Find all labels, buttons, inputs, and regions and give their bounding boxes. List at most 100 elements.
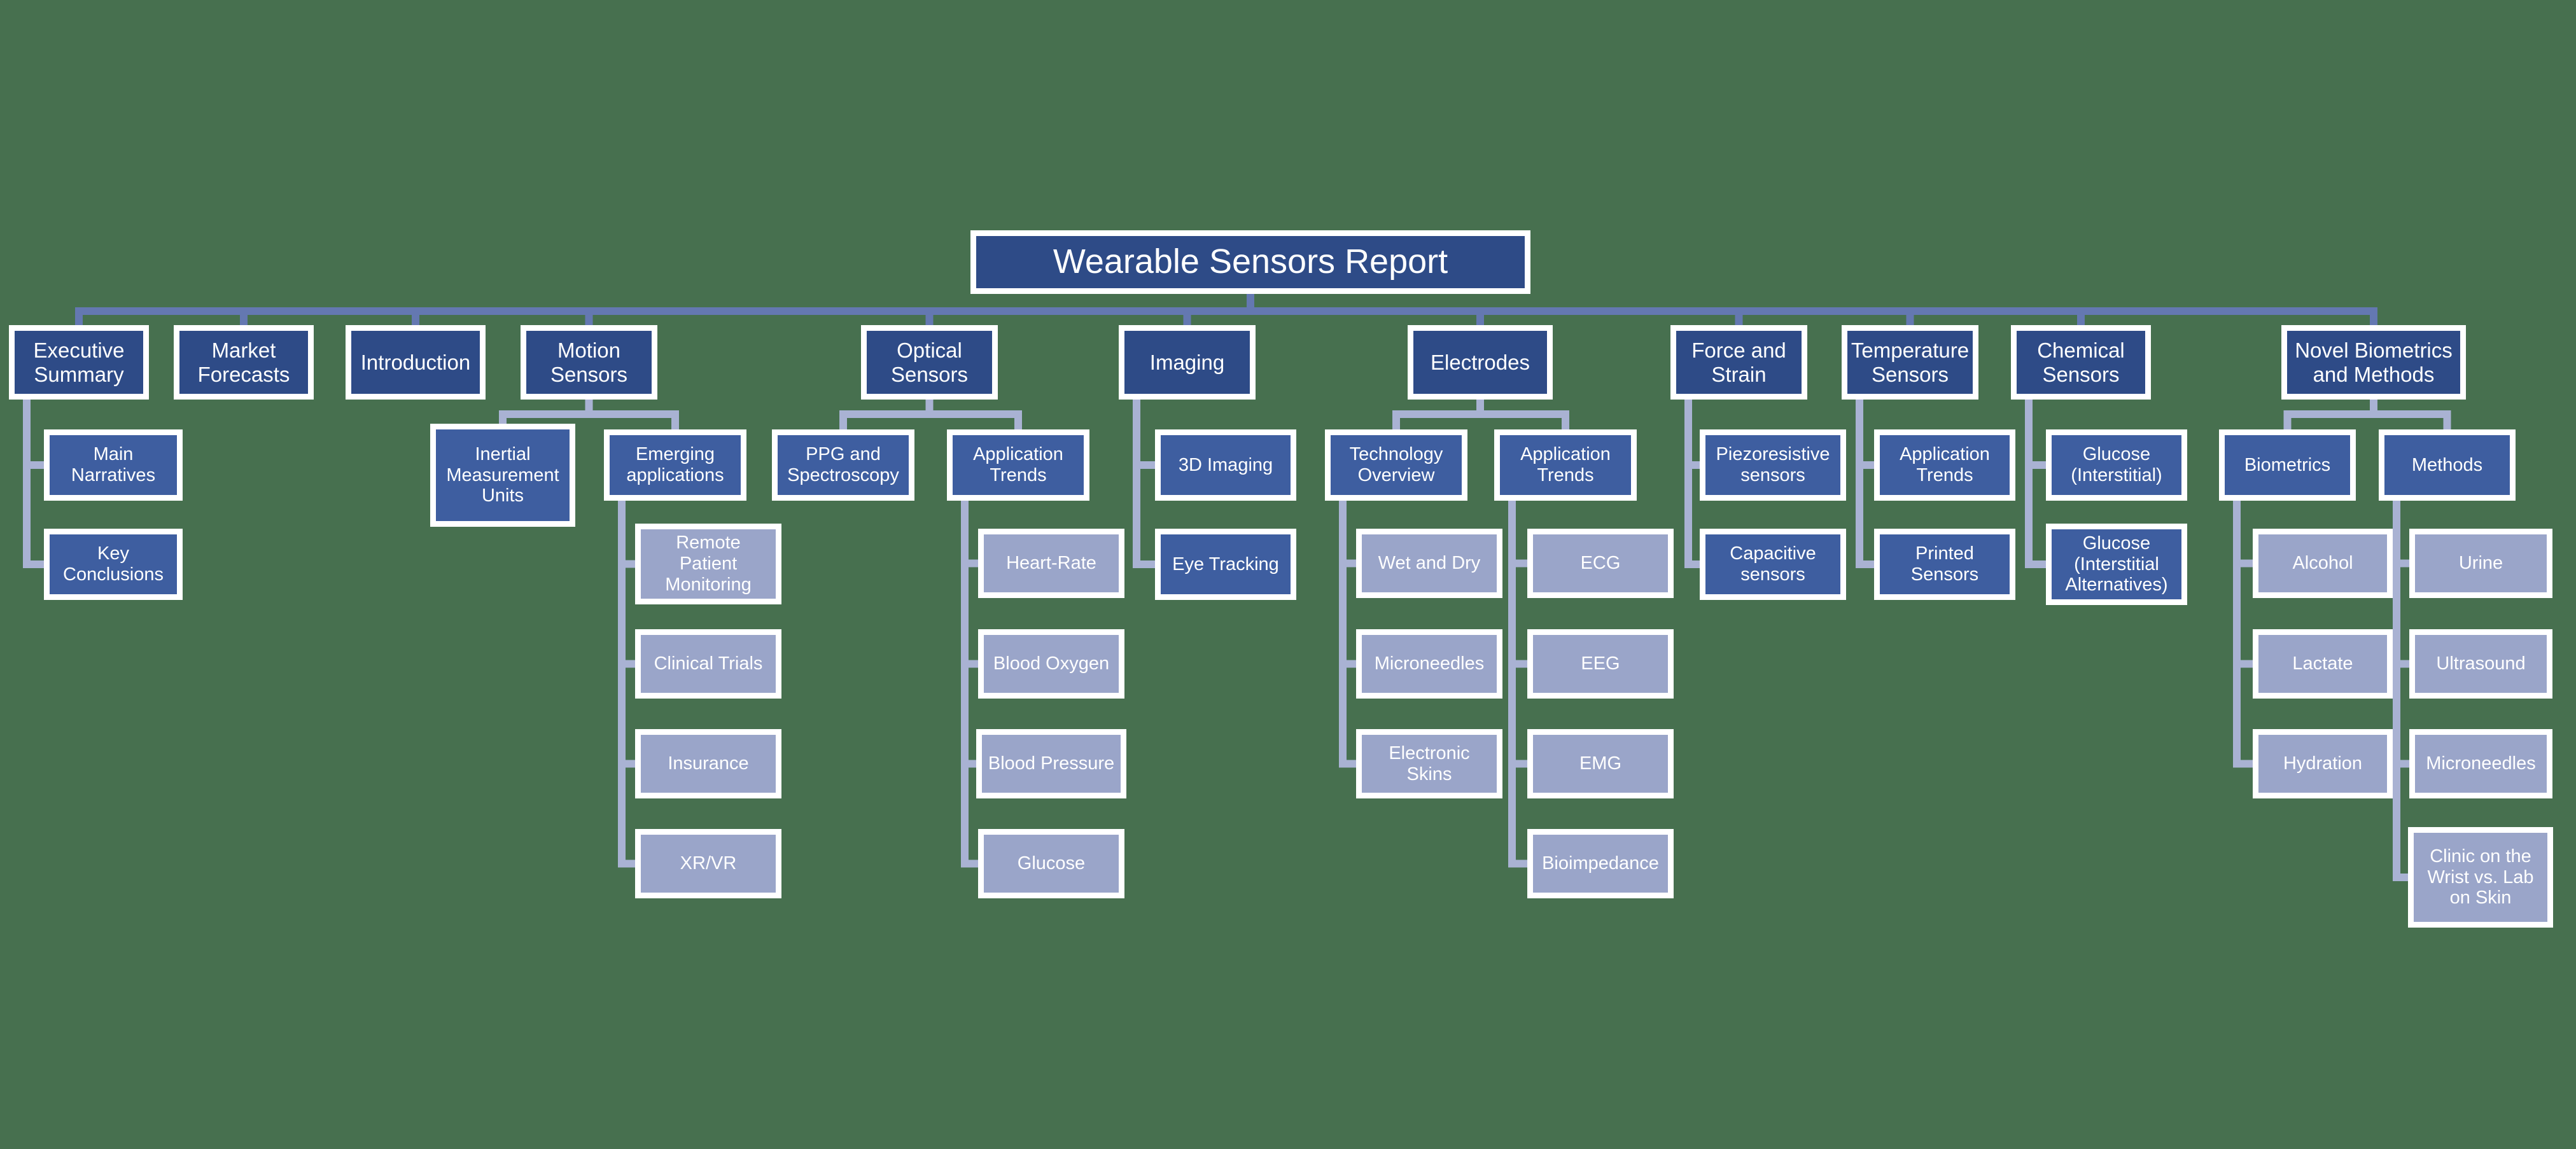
node-technology-overview-label: Technology Overview bbox=[1349, 444, 1443, 485]
node-clinical-trials-label: Clinical Trials bbox=[654, 653, 763, 674]
node-application-trends-optical: Application Trends bbox=[947, 429, 1089, 501]
node-application-trends-temperature: Application Trends bbox=[1874, 429, 2015, 501]
node-executive-summary-label: Executive Summary bbox=[33, 338, 125, 386]
node-wet-and-dry: Wet and Dry bbox=[1356, 529, 1502, 598]
node-electrodes-label: Electrodes bbox=[1431, 350, 1530, 374]
node-emg-label: EMG bbox=[1579, 753, 1622, 774]
node-piezoresistive-sensors: Piezoresistive sensors bbox=[1700, 429, 1846, 501]
node-novel-biometrics-and-methods: Novel Biometrics and Methods bbox=[2281, 325, 2466, 400]
node-ecg-label: ECG bbox=[1580, 553, 1621, 574]
node-blood-oxygen: Blood Oxygen bbox=[978, 629, 1124, 699]
node-glucose-interstitial: Glucose (Interstitial) bbox=[2046, 429, 2187, 501]
node-clinic-on-the-wrist-vs-lab-on-skin: Clinic on the Wrist vs. Lab on Skin bbox=[2408, 827, 2553, 928]
node-xr-vr-label: XR/VR bbox=[680, 853, 737, 874]
node-imaging: Imaging bbox=[1119, 325, 1256, 400]
node-bioimpedance: Bioimpedance bbox=[1527, 829, 1674, 898]
node-force-and-strain-label: Force and Strain bbox=[1691, 338, 1786, 386]
node-capacitive-sensors-label: Capacitive sensors bbox=[1730, 543, 1816, 585]
node-blood-pressure: Blood Pressure bbox=[976, 729, 1126, 798]
node-printed-sensors-label: Printed Sensors bbox=[1910, 543, 1979, 585]
node-ppg-and-spectroscopy: PPG and Spectroscopy bbox=[772, 429, 914, 501]
node-microneedles-methods: Microneedles bbox=[2409, 729, 2552, 798]
node-eye-tracking: Eye Tracking bbox=[1155, 529, 1296, 600]
node-methods: Methods bbox=[2379, 429, 2516, 501]
node-printed-sensors: Printed Sensors bbox=[1874, 529, 2015, 600]
node-electronic-skins-label: Electronic Skins bbox=[1389, 742, 1470, 784]
node-alcohol: Alcohol bbox=[2253, 529, 2393, 598]
node-key-conclusions-label: Key Conclusions bbox=[63, 543, 164, 585]
node-urine-label: Urine bbox=[2458, 553, 2503, 574]
node-3d-imaging-label: 3D Imaging bbox=[1178, 454, 1273, 475]
node-microneedles-electrodes-label: Microneedles bbox=[1374, 653, 1485, 674]
node-clinic-on-the-wrist-vs-lab-on-skin-label: Clinic on the Wrist vs. Lab on Skin bbox=[2427, 846, 2534, 909]
node-ecg: ECG bbox=[1527, 529, 1674, 598]
node-blood-oxygen-label: Blood Oxygen bbox=[993, 653, 1110, 674]
node-ultrasound: Ultrasound bbox=[2409, 629, 2552, 699]
node-biometrics-label: Biometrics bbox=[2244, 454, 2331, 475]
node-microneedles-electrodes: Microneedles bbox=[1356, 629, 1502, 699]
node-glucose-interstitial-alternatives-label: Glucose (Interstitial Alternatives) bbox=[2065, 533, 2168, 595]
node-heart-rate-label: Heart-Rate bbox=[1006, 553, 1096, 574]
node-wet-and-dry-label: Wet and Dry bbox=[1378, 553, 1481, 574]
node-biometrics: Biometrics bbox=[2219, 429, 2356, 501]
node-lactate-label: Lactate bbox=[2292, 653, 2353, 674]
node-market-forecasts: Market Forecasts bbox=[174, 325, 314, 400]
node-eye-tracking-label: Eye Tracking bbox=[1172, 554, 1279, 574]
node-imaging-label: Imaging bbox=[1149, 350, 1225, 374]
node-introduction-label: Introduction bbox=[360, 350, 471, 374]
node-electronic-skins: Electronic Skins bbox=[1356, 729, 1502, 798]
node-main-narratives: Main Narratives bbox=[44, 429, 183, 501]
node-wearable-sensors-report-label: Wearable Sensors Report bbox=[1053, 242, 1448, 281]
node-ultrasound-label: Ultrasound bbox=[2436, 653, 2526, 674]
node-urine: Urine bbox=[2409, 529, 2552, 598]
node-application-trends-electrodes-label: Application Trends bbox=[1520, 444, 1611, 485]
node-clinical-trials: Clinical Trials bbox=[635, 629, 781, 699]
node-insurance-label: Insurance bbox=[668, 753, 749, 774]
node-market-forecasts-label: Market Forecasts bbox=[197, 338, 290, 386]
node-introduction: Introduction bbox=[346, 325, 486, 400]
node-chemical-sensors: Chemical Sensors bbox=[2011, 325, 2151, 400]
node-methods-label: Methods bbox=[2411, 454, 2483, 475]
node-executive-summary: Executive Summary bbox=[9, 325, 149, 400]
node-ppg-and-spectroscopy-label: PPG and Spectroscopy bbox=[787, 444, 899, 485]
node-microneedles-methods-label: Microneedles bbox=[2426, 753, 2536, 774]
node-electrodes: Electrodes bbox=[1408, 325, 1553, 400]
node-eeg: EEG bbox=[1527, 629, 1674, 699]
node-hydration-label: Hydration bbox=[2283, 753, 2363, 774]
node-technology-overview: Technology Overview bbox=[1325, 429, 1467, 501]
node-temperature-sensors: Temperature Sensors bbox=[1842, 325, 1978, 400]
node-remote-patient-monitoring: Remote Patient Monitoring bbox=[635, 524, 781, 604]
node-emerging-applications-label: Emerging applications bbox=[626, 444, 724, 485]
node-3d-imaging: 3D Imaging bbox=[1155, 429, 1296, 501]
node-glucose: Glucose bbox=[978, 829, 1124, 898]
node-application-trends-electrodes: Application Trends bbox=[1494, 429, 1637, 501]
node-eeg-label: EEG bbox=[1581, 653, 1620, 674]
node-inertial-measurement-units-label: Inertial Measurement Units bbox=[446, 443, 559, 506]
node-alcohol-label: Alcohol bbox=[2292, 553, 2353, 574]
node-lactate: Lactate bbox=[2253, 629, 2393, 699]
node-heart-rate: Heart-Rate bbox=[978, 529, 1124, 598]
node-glucose-label: Glucose bbox=[1017, 853, 1086, 874]
node-piezoresistive-sensors-label: Piezoresistive sensors bbox=[1716, 444, 1830, 485]
node-glucose-interstitial-label: Glucose (Interstitial) bbox=[2071, 444, 2162, 485]
node-chemical-sensors-label: Chemical Sensors bbox=[2037, 338, 2125, 386]
node-emerging-applications: Emerging applications bbox=[604, 429, 746, 501]
node-xr-vr: XR/VR bbox=[635, 829, 781, 898]
node-optical-sensors: Optical Sensors bbox=[861, 325, 998, 400]
node-force-and-strain: Force and Strain bbox=[1670, 325, 1807, 400]
node-wearable-sensors-report: Wearable Sensors Report bbox=[970, 230, 1530, 294]
node-motion-sensors: Motion Sensors bbox=[521, 325, 657, 400]
node-application-trends-optical-label: Application Trends bbox=[973, 444, 1063, 485]
node-bioimpedance-label: Bioimpedance bbox=[1542, 853, 1659, 874]
node-optical-sensors-label: Optical Sensors bbox=[890, 338, 969, 386]
node-capacitive-sensors: Capacitive sensors bbox=[1700, 529, 1846, 600]
node-blood-pressure-label: Blood Pressure bbox=[988, 753, 1115, 774]
node-emg: EMG bbox=[1527, 729, 1674, 798]
node-application-trends-temperature-label: Application Trends bbox=[1900, 444, 1990, 485]
node-hydration: Hydration bbox=[2253, 729, 2393, 798]
node-insurance: Insurance bbox=[635, 729, 781, 798]
node-novel-biometrics-and-methods-label: Novel Biometrics and Methods bbox=[2295, 338, 2453, 386]
node-inertial-measurement-units: Inertial Measurement Units bbox=[430, 424, 575, 527]
